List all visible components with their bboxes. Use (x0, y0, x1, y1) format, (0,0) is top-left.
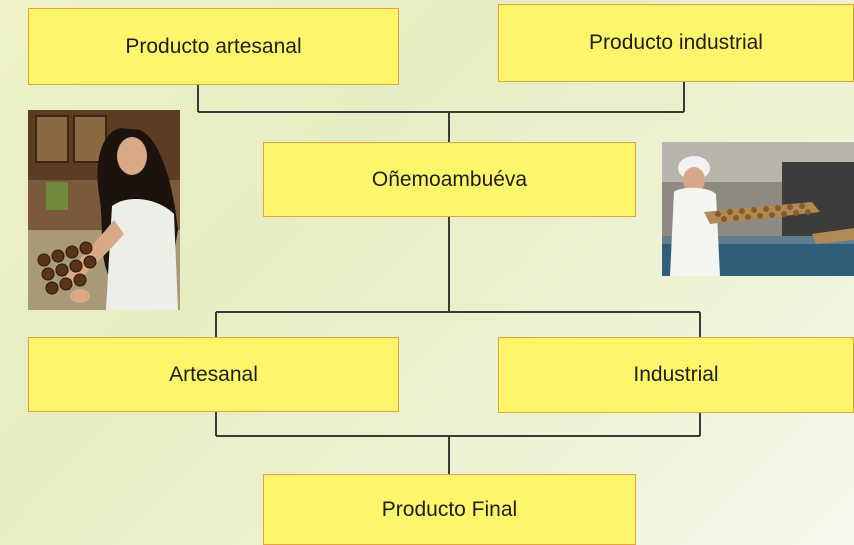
node-industrial: Industrial (498, 337, 854, 413)
photo-artisanal-baking (28, 110, 180, 310)
node-onemoambueva: Oñemoambuéva (263, 142, 636, 217)
photo-industrial-baking (662, 142, 854, 276)
node-label: Artesanal (169, 362, 258, 386)
node-producto-final: Producto Final (263, 474, 636, 545)
node-artesanal: Artesanal (28, 337, 399, 412)
node-label: Producto industrial (589, 31, 763, 54)
node-label: Producto artesanal (125, 34, 302, 58)
node-label: Producto Final (381, 497, 518, 521)
node-label: Oñemoambuéva (371, 167, 528, 191)
node-producto-artesanal: Producto artesanal (28, 8, 399, 85)
node-producto-industrial: Producto industrial (498, 4, 854, 82)
node-label: Industrial (633, 363, 719, 386)
